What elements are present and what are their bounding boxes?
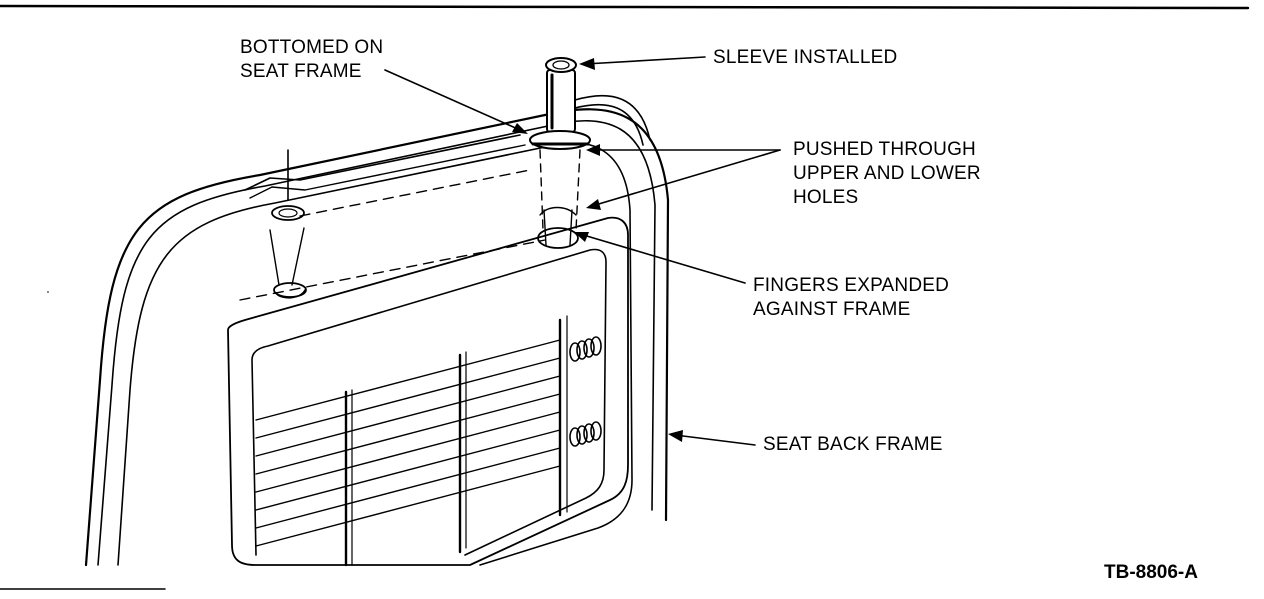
sleeve-plunger-top-inner — [553, 61, 569, 69]
label-pushed-line-1: PUSHED THROUGH — [793, 139, 976, 160]
label-pushed-line-2: UPPER AND LOWER — [793, 163, 981, 184]
stray-mark — [47, 291, 49, 293]
horizontal-springs — [256, 340, 560, 546]
label-pushed-through: PUSHED THROUGH UPPER AND LOWER HOLES — [793, 138, 981, 210]
left-hole-lower — [274, 283, 306, 297]
sleeve-body-dashed — [540, 150, 580, 230]
leader-fingers — [580, 234, 745, 283]
cable-loop-2 — [575, 105, 643, 145]
arrowhead-pushed-lower — [586, 199, 601, 210]
sleeve-plunger-top — [546, 58, 576, 72]
leader-sleeve — [585, 57, 705, 64]
arrowhead-bottomed — [512, 123, 528, 134]
top-border-line — [0, 6, 1248, 8]
lower-coil-spring — [570, 422, 601, 446]
leader-seatback — [675, 435, 755, 445]
figure-id: TB-8806-A — [1104, 562, 1198, 583]
left-hole-lower-arc — [276, 290, 305, 298]
label-sleeve-installed: SLEEVE INSTALLED — [713, 47, 898, 68]
arrowhead-fingers — [574, 232, 589, 242]
arrowhead-pushed-upper — [586, 144, 600, 156]
upper-dashed-line — [300, 170, 530, 216]
frame-top-tube — [245, 135, 520, 190]
label-fingers-line-1: FINGERS EXPANDED — [753, 275, 950, 296]
sleeve-fingers — [538, 228, 578, 248]
label-pushed-line-3: HOLES — [793, 187, 859, 208]
arrowhead-seatback — [668, 430, 683, 442]
frame-top-tube-2 — [250, 145, 525, 198]
upper-coil-spring — [570, 337, 601, 361]
leader-bottomed — [385, 70, 520, 130]
label-bottomed: BOTTOMED ON SEAT FRAME — [240, 36, 383, 84]
left-hole-upper-inner — [279, 209, 297, 217]
label-bottomed-line-2: SEAT FRAME — [240, 61, 362, 82]
cable-loop — [575, 96, 650, 140]
label-bottomed-line-1: BOTTOMED ON — [240, 37, 384, 58]
leader-pushed-lower — [592, 150, 780, 206]
sleeve-flange — [530, 131, 590, 149]
panel-inner — [252, 250, 606, 556]
label-fingers-expanded: FINGERS EXPANDED AGAINST FRAME — [753, 274, 949, 322]
frame-inner-outline — [118, 143, 632, 565]
label-seat-back-frame: SEAT BACK FRAME — [763, 434, 943, 455]
sleeve-fingers-detail — [540, 208, 576, 246]
left-hole-upper — [272, 206, 304, 220]
label-fingers-line-2: AGAINST FRAME — [753, 299, 911, 320]
arrowhead-sleeve — [579, 58, 595, 70]
panel-outer — [228, 218, 628, 565]
frame-outer-outline-2 — [98, 121, 655, 565]
left-hole-cone — [270, 228, 304, 285]
